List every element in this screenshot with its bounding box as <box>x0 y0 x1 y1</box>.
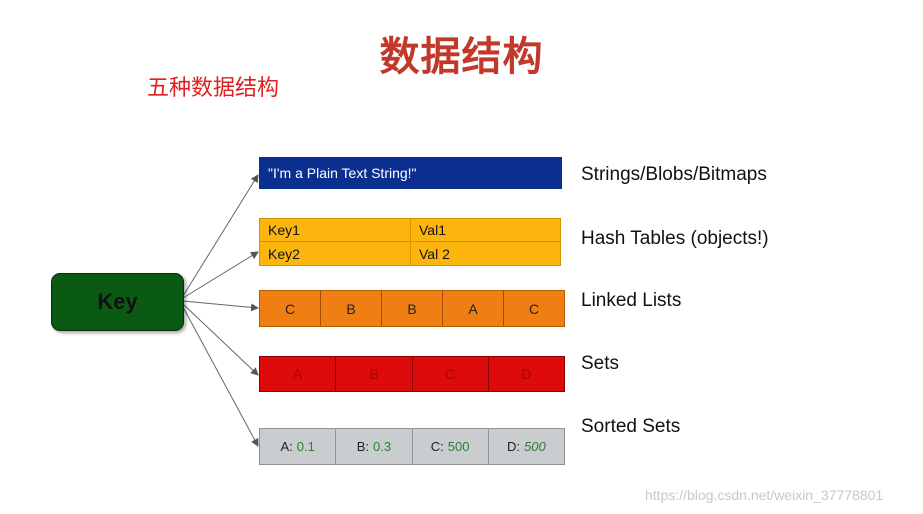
hash-val-cell: Val 2 <box>419 245 450 262</box>
arrow-to-string <box>182 174 259 297</box>
list-cell: C <box>260 291 321 326</box>
sorted-set-member: B: <box>356 439 369 454</box>
set-cell: C <box>413 357 489 391</box>
set-cell: A <box>260 357 337 391</box>
label-strings: Strings/Blobs/Bitmaps <box>581 164 767 185</box>
label-sets: Sets <box>581 353 620 374</box>
sorted-set-score: 0.3 <box>372 439 392 454</box>
sorted-set-score: 500 <box>447 439 470 454</box>
diagram-subtitle: 五种数据结构 <box>147 76 280 101</box>
sorted-set-member: A: <box>280 439 293 454</box>
diagram-title: 数据结构 <box>379 34 544 80</box>
hash-key-cell: Key2 <box>260 242 411 265</box>
sorted-set-cell: A: 0.1 <box>260 429 337 464</box>
set-cell: B <box>336 357 413 391</box>
sorted-set-cell: C: 500 <box>413 429 489 464</box>
set-box: A B C D <box>259 356 565 392</box>
sorted-set-box: A: 0.1 B: 0.3 C: 500 D: 500 <box>259 428 565 465</box>
sorted-set-member: D: <box>507 439 521 454</box>
label-hash-tables: Hash Tables (objects!) <box>581 228 769 249</box>
string-value: "I'm a Plain Text String!" <box>268 165 417 181</box>
list-cell: C <box>528 300 540 317</box>
hash-val-cell: Val1 <box>411 219 560 242</box>
sorted-set-cell: D: 500 <box>489 429 564 464</box>
linked-list-box: C B B A C <box>259 290 565 327</box>
set-cell: D <box>521 366 532 382</box>
string-box: "I'm a Plain Text String!" <box>259 157 562 189</box>
arrow-to-list <box>182 300 259 312</box>
list-cell: B <box>321 291 382 326</box>
list-cell: B <box>382 291 443 326</box>
arrow-to-set <box>182 303 259 376</box>
list-cell: A <box>443 291 504 326</box>
sorted-set-member: C: <box>430 439 444 454</box>
label-linked-lists: Linked Lists <box>581 290 682 311</box>
sorted-set-cell: B: 0.3 <box>336 429 413 464</box>
label-sorted-sets: Sorted Sets <box>581 416 681 437</box>
arrow-to-hash <box>182 251 259 299</box>
hash-table-box: Key1 Val1 Key2 Val 2 <box>259 218 561 266</box>
key-label: Key <box>97 289 138 314</box>
key-box: Key <box>51 273 184 331</box>
sorted-set-score: 500 <box>524 439 546 454</box>
sorted-set-score: 0.1 <box>296 439 315 454</box>
arrow-to-sorted-set <box>182 306 259 447</box>
watermark: https://blog.csdn.net/weixin_37778801 <box>645 487 884 503</box>
hash-key-cell: Key1 <box>260 219 411 242</box>
